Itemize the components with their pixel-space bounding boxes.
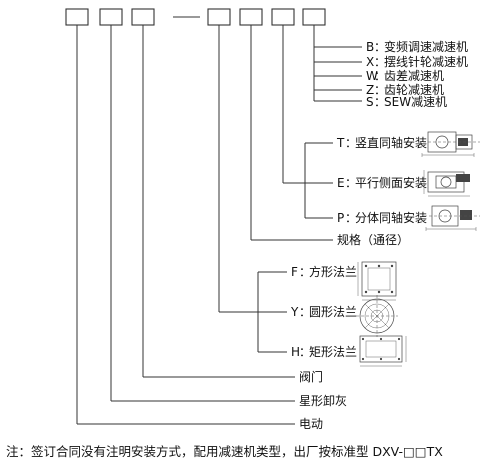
reducer-colon-z: ：: [374, 83, 386, 97]
mount-name-p: 分体同轴安装: [355, 210, 427, 225]
mount-e-drawing: [423, 170, 470, 197]
reducer-colon-w: ：: [374, 69, 386, 83]
spec-label: 规格（通径）: [337, 232, 409, 247]
reducer-colon-x: ：: [374, 55, 386, 69]
reducer-name-w: 齿差减速机: [384, 69, 444, 83]
electric-line: [76, 25, 295, 425]
reducer-name-x: 摆线针轮减速机: [384, 54, 468, 69]
code-box-2: [99, 8, 123, 26]
mount-code-e: E: [337, 176, 345, 190]
reducer-code-x: X: [366, 55, 374, 69]
spec-line: [250, 25, 333, 241]
flange-name-f: 方形法兰: [309, 264, 357, 279]
reducer-bracket: [313, 25, 362, 102]
reducer-name-b: 变频调速减速机: [384, 39, 468, 54]
reducer-code-z: Z: [366, 83, 374, 97]
reducer-name-z: 齿轮减速机: [384, 83, 444, 97]
mount-t-drawing: [418, 131, 480, 157]
electric-label: 电动: [299, 417, 323, 431]
valve-label: 阀门: [299, 369, 323, 384]
flange-f-drawing: [357, 261, 397, 301]
code-box-4: [207, 8, 231, 26]
reducer-code-s: S: [366, 95, 374, 109]
flange-colon-f: ：: [299, 265, 311, 279]
code-box-7: [302, 8, 326, 26]
reducer-colon-s: ：: [374, 95, 386, 109]
reducer-code-b: B: [366, 40, 374, 54]
footnote: 注：签订合同没有注明安装方式，配用减速机类型，出厂按标准型 DXV-□□TX: [6, 444, 443, 459]
mount-bracket: [282, 25, 333, 219]
mount-colon-t: ：: [345, 136, 357, 150]
mount-colon-p: ：: [345, 211, 357, 225]
flange-h-drawing: [359, 335, 407, 367]
flange-name-h: 矩形法兰: [309, 345, 357, 359]
mount-code-t: T: [336, 136, 345, 150]
mount-code-p: P: [337, 211, 344, 225]
flange-colon-h: ：: [299, 345, 311, 359]
unloader-line: [110, 25, 295, 402]
code-box-6: [271, 8, 295, 26]
flange-colon-y: ：: [299, 305, 311, 319]
mount-colon-e: ：: [345, 176, 357, 190]
code-box-5: [239, 8, 263, 26]
mount-name-e: 平行侧面安装: [355, 175, 427, 190]
reducer-colon-b: ：: [374, 40, 386, 54]
code-box-1: [65, 8, 89, 26]
flange-y-drawing: [356, 295, 398, 337]
reducer-code-w: W: [366, 69, 378, 83]
flange-name-y: 圆形法兰: [309, 305, 357, 319]
valve-line: [142, 25, 295, 378]
code-box-3: [131, 8, 155, 26]
flange-code-y: Y: [290, 305, 299, 319]
unloader-label: 星形卸灰: [299, 393, 347, 408]
reducer-name-s: SEW减速机: [384, 95, 447, 109]
mount-p-drawing: [424, 205, 480, 231]
flange-bracket: [218, 25, 287, 353]
mount-name-t: 竖直同轴安装: [355, 135, 427, 150]
flange-code-f: F: [291, 265, 298, 279]
flange-code-h: H: [291, 345, 300, 359]
